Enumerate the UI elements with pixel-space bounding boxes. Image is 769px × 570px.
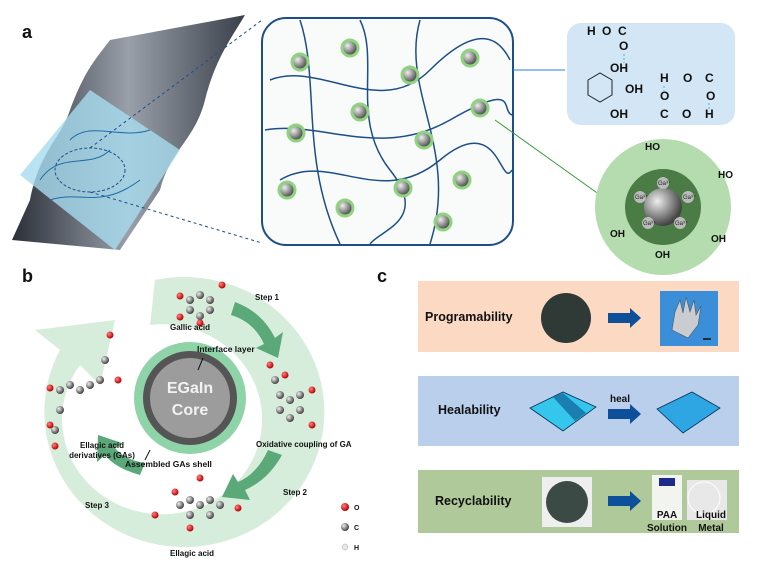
svg-text:O: O [354,505,360,512]
svg-text:PAA: PAA [657,510,677,521]
derivatives-label: derivatives (GAs) [69,451,135,460]
panel-label-b: b [22,266,33,286]
svg-text:Metal: Metal [698,523,724,534]
step2-arrow [222,450,282,500]
svg-text:H: H [660,71,669,85]
svg-text:C: C [660,107,669,121]
panel-label-c: c [377,266,387,286]
svg-text:H: H [705,107,714,121]
oxidative-coupling-label: Oxidative coupling of GA [256,440,352,449]
svg-text:Ga³⁺: Ga³⁺ [658,180,671,187]
svg-text:O: O [602,24,611,38]
svg-text:Solution: Solution [647,523,687,534]
coordination-diagram: Ga³⁺ Ga³⁺ Ga³⁺ Ga³⁺ Ga³⁺ HO HO OH OH OH [595,139,733,275]
pointer-arrow [494,119,601,196]
svg-text:C: C [705,71,714,85]
recyclability-row: Recyclability PAA Solution Liquid Metal [418,470,739,534]
atom-legend: O C H [341,503,360,552]
interface-layer-label: Interface layer [197,344,255,354]
svg-text:OH: OH [610,61,628,75]
egain-core: EGaIn Core [134,342,246,454]
svg-text:Healability: Healability [438,403,501,417]
network-box [261,17,514,246]
svg-text:Ga³⁺: Ga³⁺ [675,220,688,227]
panel-label-a: a [22,22,33,42]
shell-label: Assembled GAs shell [125,459,212,469]
leader-line [144,449,151,461]
ellagic-acid-label: Ellagic acid [170,549,214,558]
svg-text:HO: HO [718,170,733,181]
svg-text:Programability: Programability [425,310,513,324]
svg-text:O: O [683,71,692,85]
core-label: Core [172,402,209,419]
svg-text:O: O [682,107,691,121]
healability-row: Healability heal [418,376,739,446]
svg-text:HO: HO [645,142,660,153]
hydrogen-bond-box: H O C O OH OH OH H O C O O C O H [567,23,735,125]
svg-text:Liquid: Liquid [696,510,726,521]
svg-text:heal: heal [610,394,630,405]
svg-text:Ga³⁺: Ga³⁺ [635,194,648,201]
svg-text:OH: OH [625,82,643,96]
stretchable-sheet-illustration [12,15,245,250]
svg-text:O: O [619,39,628,53]
leader-line [197,357,204,371]
step2-label: Step 2 [283,488,308,497]
svg-text:H: H [354,545,359,552]
molecules [46,281,316,532]
svg-text:Ga³⁺: Ga³⁺ [683,194,696,201]
svg-text:OH: OH [711,234,726,245]
svg-text:O: O [706,89,715,103]
derivatives-label: Ellagic acid [80,441,124,450]
programability-row: Programability [418,281,739,352]
step1-arrow [231,302,283,358]
step3-arrow [97,435,145,475]
svg-text:Recyclability: Recyclability [435,494,511,508]
svg-text:Ga³⁺: Ga³⁺ [643,220,656,227]
svg-text:OH: OH [610,107,628,121]
svg-text:H: H [587,24,596,38]
svg-text:OH: OH [610,229,625,240]
svg-text:C: C [354,525,359,532]
core-label: EGaIn [167,380,213,397]
svg-text:O: O [660,89,669,103]
svg-text:OH: OH [655,250,670,261]
svg-text:C: C [618,24,627,38]
step1-label: Step 1 [255,293,280,302]
gallic-acid-label: Gallic acid [170,323,210,332]
step3-label: Step 3 [85,501,110,510]
